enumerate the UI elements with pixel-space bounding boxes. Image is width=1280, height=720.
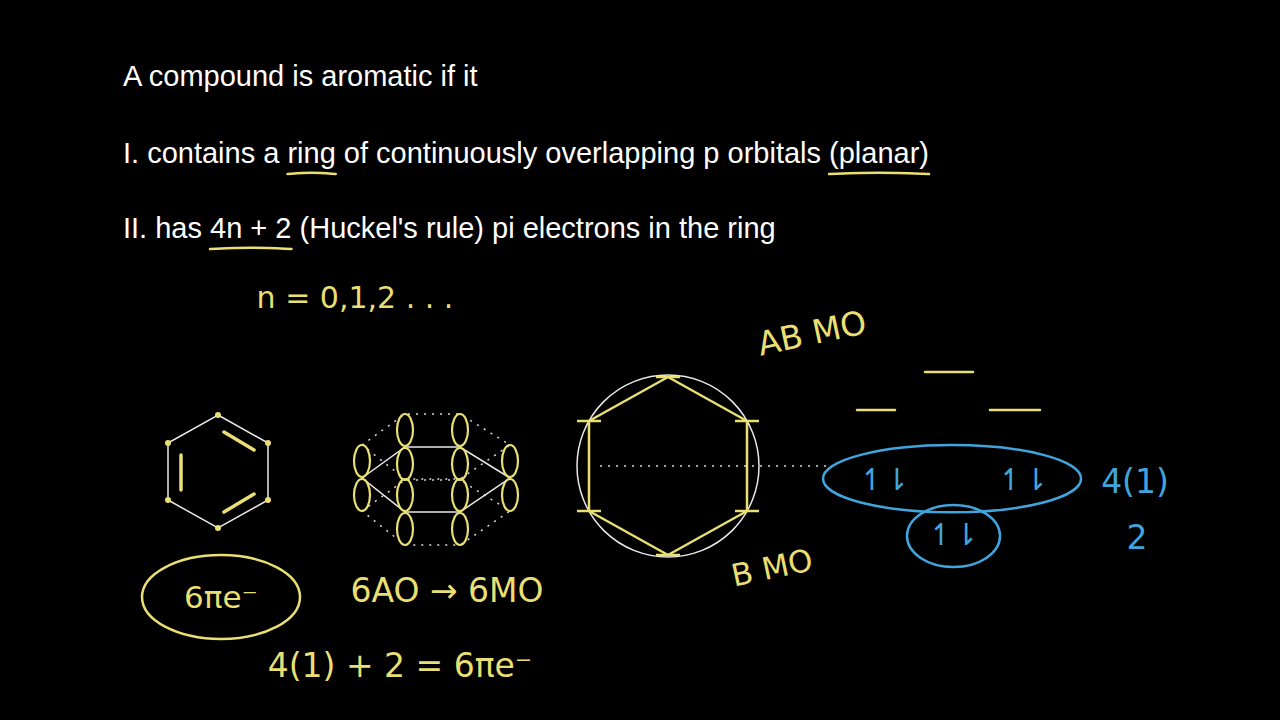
mo-label: B MO [729,544,816,591]
p-orbital-ring [354,414,518,545]
circled-outline [142,555,300,639]
electron-group: ↿⇂ [905,503,1002,569]
p-orbital-lobe [397,513,413,545]
electron-total: 6πe⁻ [184,582,258,613]
double-bond [224,494,254,512]
underline [829,173,929,174]
carbon-dot [265,440,271,446]
circled-outline [907,505,1000,567]
criterion-text: I. contains a ring of continuously overl… [123,136,929,171]
circled-count: 6πe⁻ [140,553,302,641]
energy-level [925,371,973,374]
note-text: n = 0,1,2 . . . [257,283,454,313]
carbon-dot [265,497,271,503]
nonbonding-line [600,465,828,467]
circled-outline [823,445,1081,512]
empty-mo-levels [857,372,1040,410]
p-orbital-lobe [452,414,468,446]
energy-tick [656,376,680,379]
p-orbital-lobe [397,448,413,480]
p-orbital-lobe [397,414,413,446]
carbon-dot [165,440,171,446]
mo-label: AB MO [755,305,870,360]
note-text: 6AO → 6MO [350,574,543,607]
electron-count: 4(1) [1101,465,1169,498]
energy-tick [577,420,601,423]
electron-pair: ↿⇂ [928,520,978,550]
double-bond [179,455,183,490]
energy-tick [656,554,680,557]
energy-tick [577,510,601,513]
p-orbital-lobe [502,445,518,477]
p-orbital-lobe [397,479,413,511]
p-orbital-lobe [452,513,468,545]
electron-pair: ↿⇂ [998,465,1048,495]
benzene-ring [168,415,268,528]
double-bond [224,432,254,450]
carbon-dot [215,525,221,531]
heading: A compound is aromatic if it [123,59,478,94]
electron-count: 2 [1127,521,1148,554]
p-orbital-lobe [502,479,518,511]
electron-pair: ↿⇂ [859,465,909,495]
frost-circle [577,375,828,557]
ring-skeleton [362,447,510,512]
energy-level [857,409,895,412]
energy-tick [735,420,759,423]
p-orbital-lobe [452,448,468,480]
equation-text: 4(1) + 2 = 6πe⁻ [268,649,533,682]
underline [287,173,335,174]
p-orbital-lobe [354,445,370,477]
p-orbital-lobe [452,479,468,511]
energy-level [990,409,1040,412]
criterion-text: II. has 4n + 2 (Huckel's rule) pi electr… [123,211,776,246]
frost-circle-outline [577,375,759,557]
p-orbital-lobe [354,479,370,511]
energy-tick [735,510,759,513]
benzene-structure [165,412,271,531]
carbon-dot [215,412,221,418]
carbon-dot [165,497,171,503]
inscribed-hexagon [589,377,747,555]
underline [210,248,291,249]
